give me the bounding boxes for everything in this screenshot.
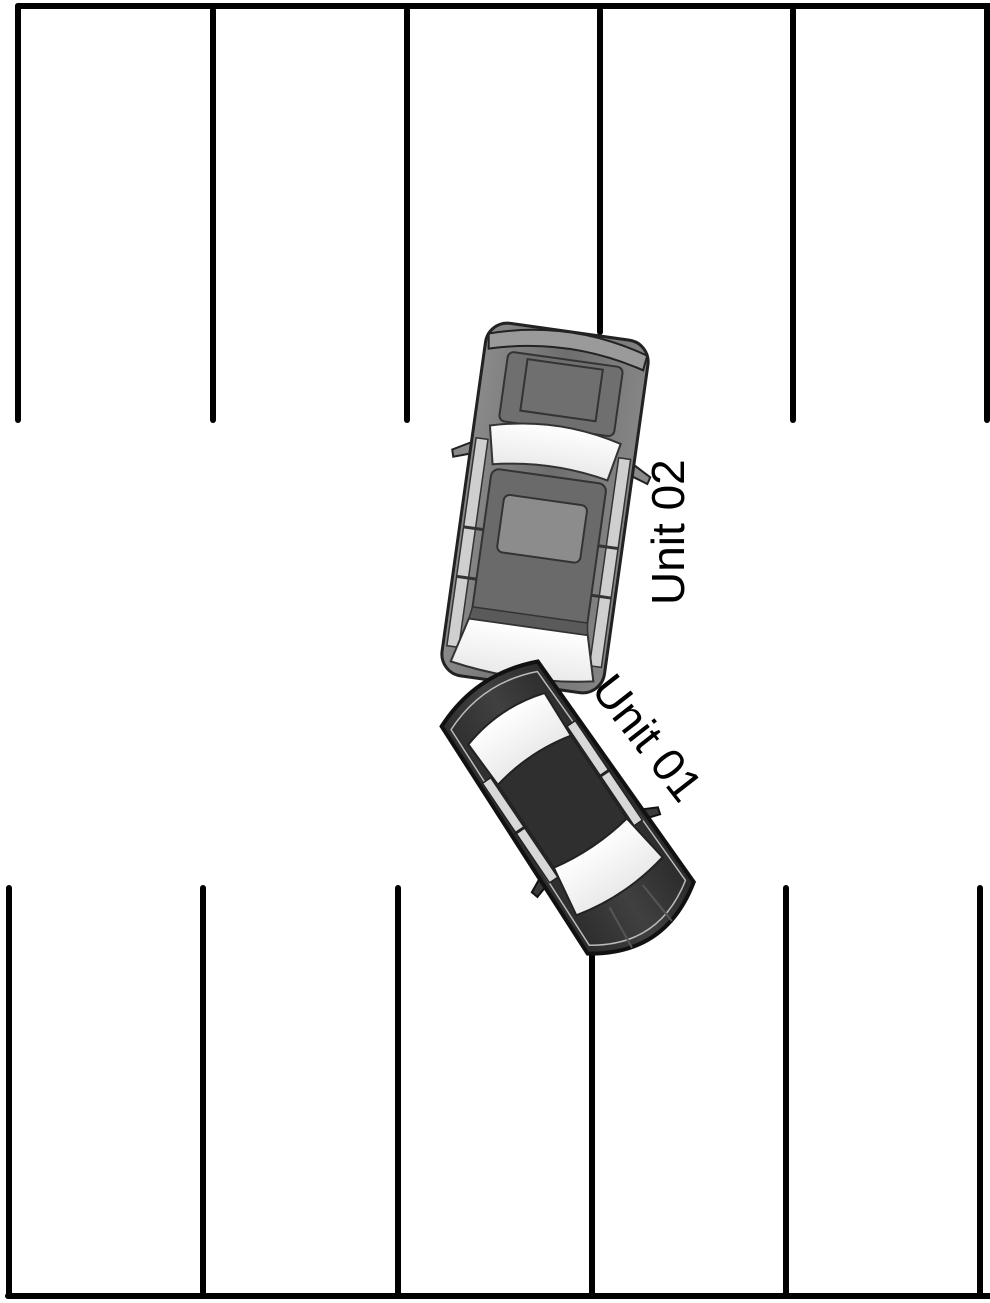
unit-02-vehicle xyxy=(440,321,652,695)
parking-row-bottom xyxy=(5,885,990,1299)
parking-row-top xyxy=(15,3,990,423)
unit-02-label: Unit 02 xyxy=(642,459,694,605)
unit-01-vehicle xyxy=(439,659,697,956)
